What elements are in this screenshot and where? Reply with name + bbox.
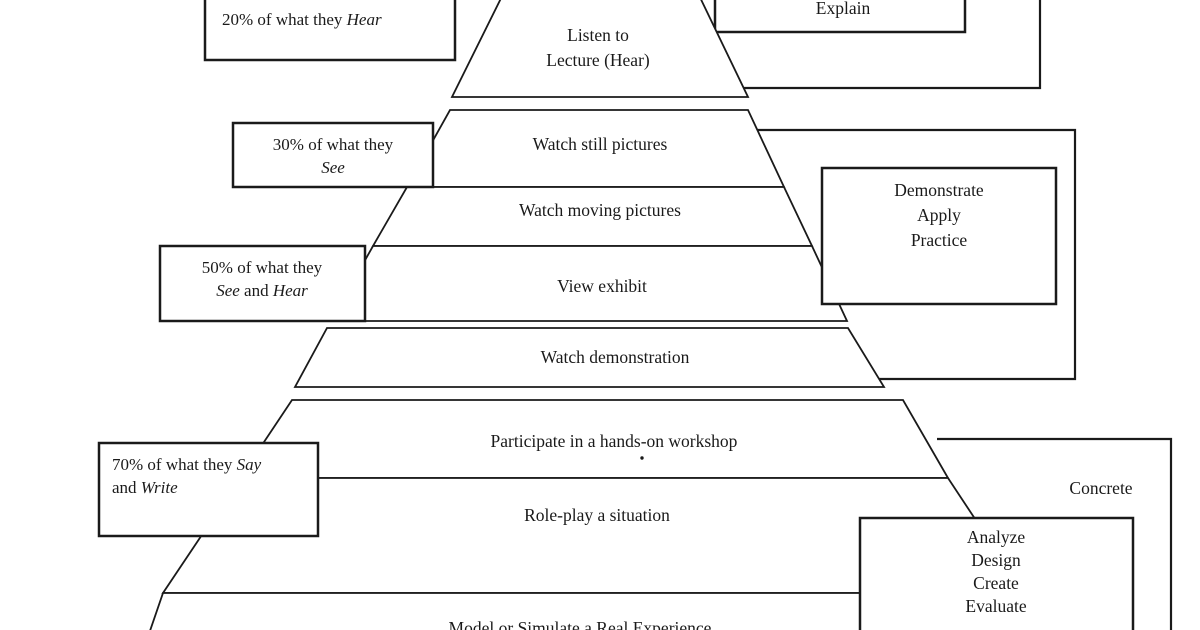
percent-50-and: and [240,281,273,300]
analyze-line4: Evaluate [965,596,1026,616]
percent-70-line2: and Write [112,478,178,497]
demonstrate-line3: Practice [911,230,968,250]
explain-box [713,0,967,34]
explain-outer-box [744,0,1042,90]
percent-20-prefix: 20% of what they [222,10,347,29]
percent-50-line2: See and Hear [216,281,308,300]
band-listen-line1: Listen to [567,25,629,45]
cone-band-model-simulate [149,592,1039,630]
percent-70-italic-say: Say [237,455,262,474]
percent-70-and: and [112,478,141,497]
band-moving-pictures-label: Watch moving pictures [519,200,681,220]
band-role-play-label: Role-play a situation [524,505,670,525]
cone-band-watch-demonstration [293,327,886,388]
percent-50-box [158,244,367,323]
percent-70-italic-write: Write [141,478,178,497]
demonstrate-box [820,166,1058,306]
clipped-text-dot [640,456,644,460]
analyze-line2: Design [971,550,1021,570]
cone-band-listen [450,0,750,98]
explain-label: Explain [816,0,871,18]
percent-30-box [231,121,435,189]
demonstrate-line2: Apply [917,205,961,225]
percent-70-line1: 70% of what they Say [112,455,262,474]
demonstrate-outer-box [754,128,1077,381]
percent-50-italic-hear: Hear [272,281,308,300]
concrete-label: Concrete [1069,478,1132,498]
analyze-box [858,516,1135,630]
band-watch-demonstration-label: Watch demonstration [541,347,690,367]
band-view-exhibit-label: View exhibit [557,276,647,296]
band-workshop-label: Participate in a hands-on workshop [491,431,738,451]
percent-70-box [97,441,320,538]
band-model-simulate-label: Model or Simulate a Real Experience [449,618,712,630]
percent-20-label: 20% of what they Hear [222,10,382,29]
concrete-outer-box [937,437,1173,630]
analyze-line1: Analyze [967,527,1026,547]
percent-50-italic-see: See [216,281,240,300]
percent-30-line1: 30% of what they [273,135,394,154]
percent-20-italic: Hear [346,10,382,29]
analyze-line3: Create [973,573,1019,593]
demonstrate-line1: Demonstrate [894,180,984,200]
percent-70-prefix: 70% of what they [112,455,237,474]
percent-50-line1: 50% of what they [202,258,323,277]
percent-20-box [203,0,457,62]
percent-30-line2: See [321,158,345,177]
band-listen-line2: Lecture (Hear) [546,50,650,70]
band-still-pictures-label: Watch still pictures [533,134,668,154]
